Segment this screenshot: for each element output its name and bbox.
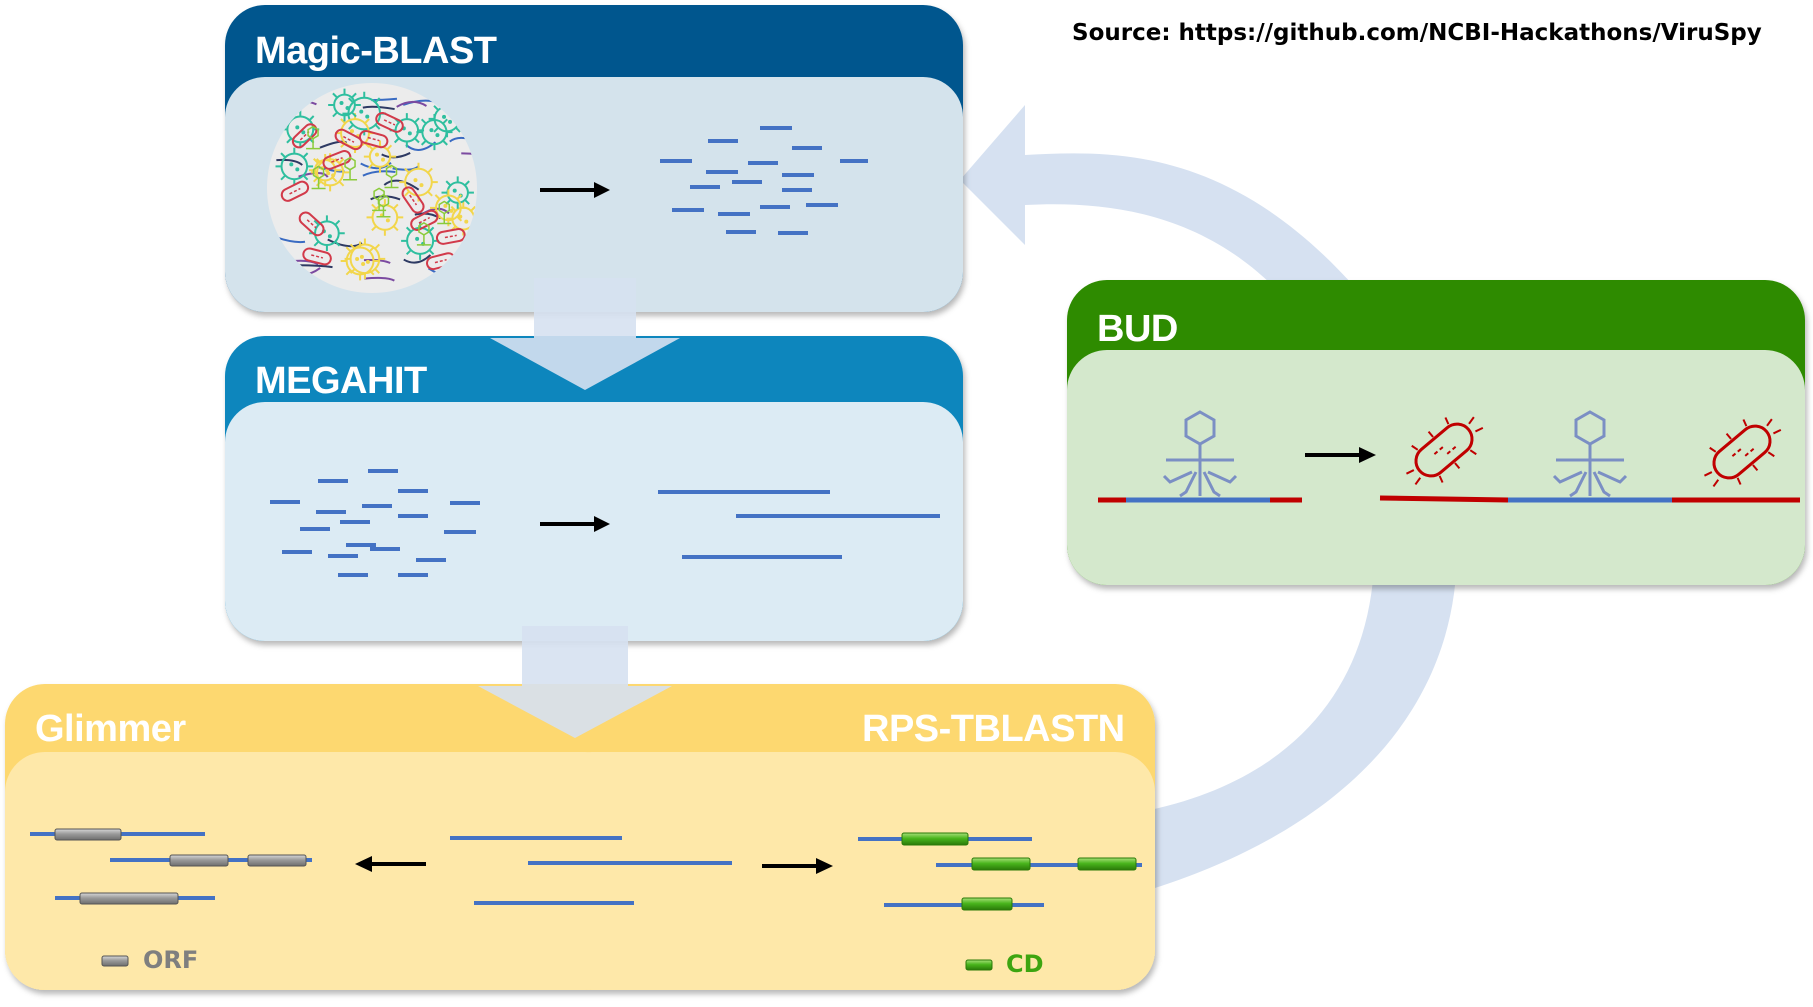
orf-legend-swatch: [101, 955, 129, 967]
phage-leg: [1597, 470, 1628, 484]
megahit-title: MEGAHIT: [255, 360, 427, 402]
down-arrow-2: [478, 626, 672, 738]
bacterium-particle: [435, 227, 466, 245]
small-phage-particle: [376, 193, 391, 218]
phage-icon: [1552, 410, 1628, 498]
small-phage-particle: [416, 222, 431, 246]
arrow-magicblast: [540, 182, 610, 198]
squiggle: [298, 264, 333, 269]
bud-body: [1067, 350, 1805, 585]
small-phage-particle: [384, 164, 399, 189]
rps-body: [552, 752, 1155, 990]
cd-legend-label: CD: [1006, 950, 1044, 978]
virus-particle: [309, 215, 345, 252]
small-phage-particle: [437, 200, 452, 225]
squiggle: [276, 158, 303, 166]
small-phage-particle: [306, 125, 321, 150]
phage-leg: [1179, 471, 1198, 498]
cd-block: [901, 832, 969, 846]
bacterium-particle: [302, 247, 332, 266]
orf-block: [247, 854, 307, 867]
arrow-glimmer: [355, 856, 426, 872]
down-arrow-1: [490, 278, 680, 390]
squiggle: [396, 100, 427, 108]
bud-panel: [1067, 280, 1805, 585]
virus-particle: [430, 189, 467, 227]
glimmer-body: [5, 752, 625, 990]
yellow-panel: [5, 684, 1155, 990]
source-caption: Source: https://github.com/NCBI-Hackatho…: [1072, 20, 1762, 46]
phage-leg: [1207, 470, 1238, 484]
arrow-rps: [762, 858, 833, 874]
magicblast-title: Magic-BLAST: [255, 30, 497, 72]
bacterium-particle: [334, 128, 363, 151]
cd-legend-swatch: [965, 959, 993, 971]
bacterium-icon: [1703, 418, 1782, 487]
microbe-sample-circle: [267, 83, 477, 293]
squiggle: [362, 105, 395, 111]
small-phage-particle: [311, 165, 326, 190]
virus-particle: [389, 113, 425, 148]
phage-leg: [1552, 470, 1583, 484]
squiggle: [403, 254, 432, 264]
process-arrows: [355, 182, 1376, 874]
cd-block: [961, 897, 1013, 911]
squiggle: [449, 136, 477, 145]
small-phage-particle: [372, 187, 387, 212]
orf-block: [79, 892, 179, 905]
cd-block: [1077, 857, 1137, 871]
virus-particle: [340, 241, 380, 281]
virus-particle: [328, 88, 361, 122]
cd-block: [971, 857, 1031, 871]
orf-blocks: [54, 828, 307, 905]
rps-title: RPS-TBLASTN: [862, 708, 1125, 750]
phage-leg: [1592, 471, 1611, 498]
cd-blocks: [901, 832, 1137, 911]
bud-genome-after: [1379, 495, 1800, 503]
glimmer-title: Glimmer: [35, 708, 186, 750]
virus-particle: [342, 91, 387, 136]
virus-particle: [399, 162, 438, 202]
phage-leg: [1202, 471, 1221, 498]
phage-leg: [1162, 470, 1193, 484]
squiggle: [383, 179, 420, 191]
phage-leg: [1569, 471, 1588, 498]
orf-block: [169, 854, 229, 867]
orf-legend-label: ORF: [143, 946, 199, 974]
phage-icon: [1162, 410, 1238, 498]
bacterium-particle: [358, 129, 389, 149]
arrow-megahit: [540, 516, 610, 532]
squiggle: [364, 276, 395, 282]
arrow-bud: [1305, 447, 1376, 463]
squiggle: [362, 170, 396, 177]
bacterium-particle: [401, 186, 425, 214]
small-phage-particle: [343, 156, 358, 181]
orf-block: [54, 828, 122, 841]
bacterium-icon: [1405, 416, 1484, 485]
bud-title: BUD: [1097, 308, 1178, 350]
